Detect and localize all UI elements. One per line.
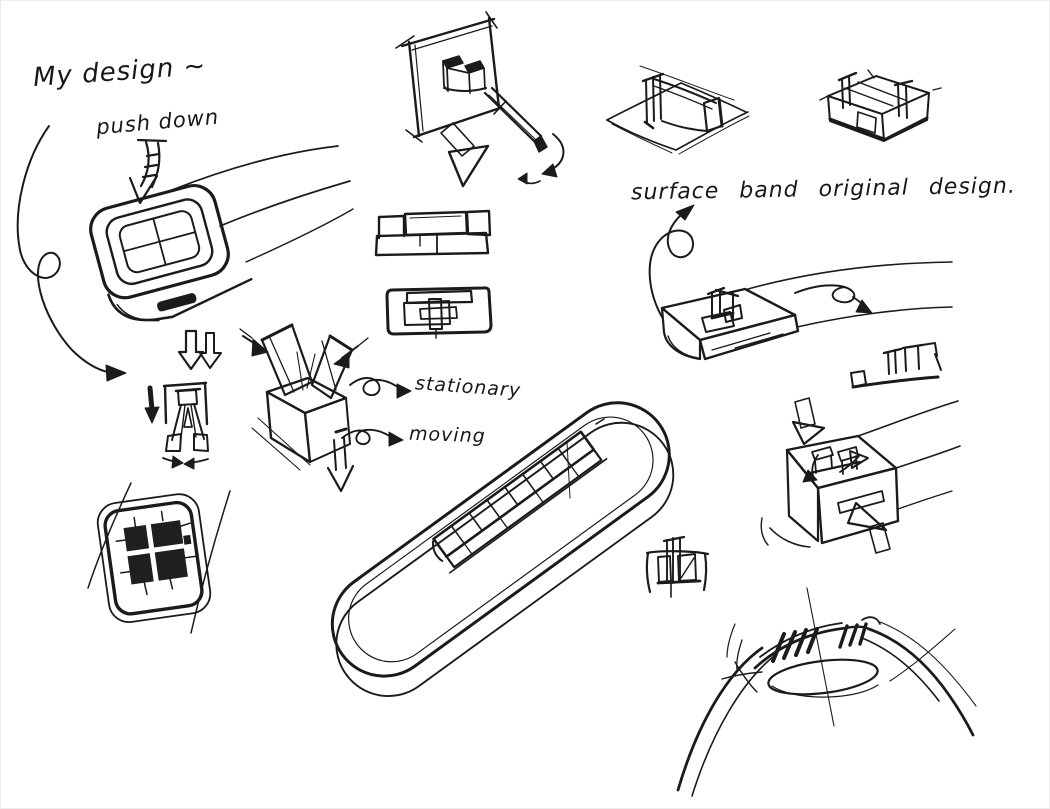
sketch-push-down-clasp — [89, 138, 354, 322]
sketch-section-view-b — [385, 286, 493, 339]
sketch-section-view-a — [374, 209, 492, 257]
sketch-wrist-band-arc — [676, 587, 977, 797]
loop-arrow-surface-band — [648, 204, 695, 318]
sketch-clip-cross-section — [645, 535, 710, 598]
sketch-plate-rail — [606, 65, 750, 155]
annotation-moving: moving — [408, 422, 487, 448]
sketch-central-band — [330, 401, 675, 697]
sketch-side-profile-detail — [850, 342, 942, 389]
sketch-latch-arrow-diagram — [144, 329, 222, 470]
sketch-flap-box — [239, 323, 412, 493]
sketch-clasp-top-view — [87, 482, 231, 634]
sketch-exploded-mechanism — [395, 11, 565, 188]
sketch-clasp-push-arrows — [760, 397, 961, 554]
sketch-block-cluster — [819, 69, 942, 142]
sketch-surface-band-original — [660, 261, 953, 361]
swirl-arrow-my-design — [16, 125, 127, 382]
